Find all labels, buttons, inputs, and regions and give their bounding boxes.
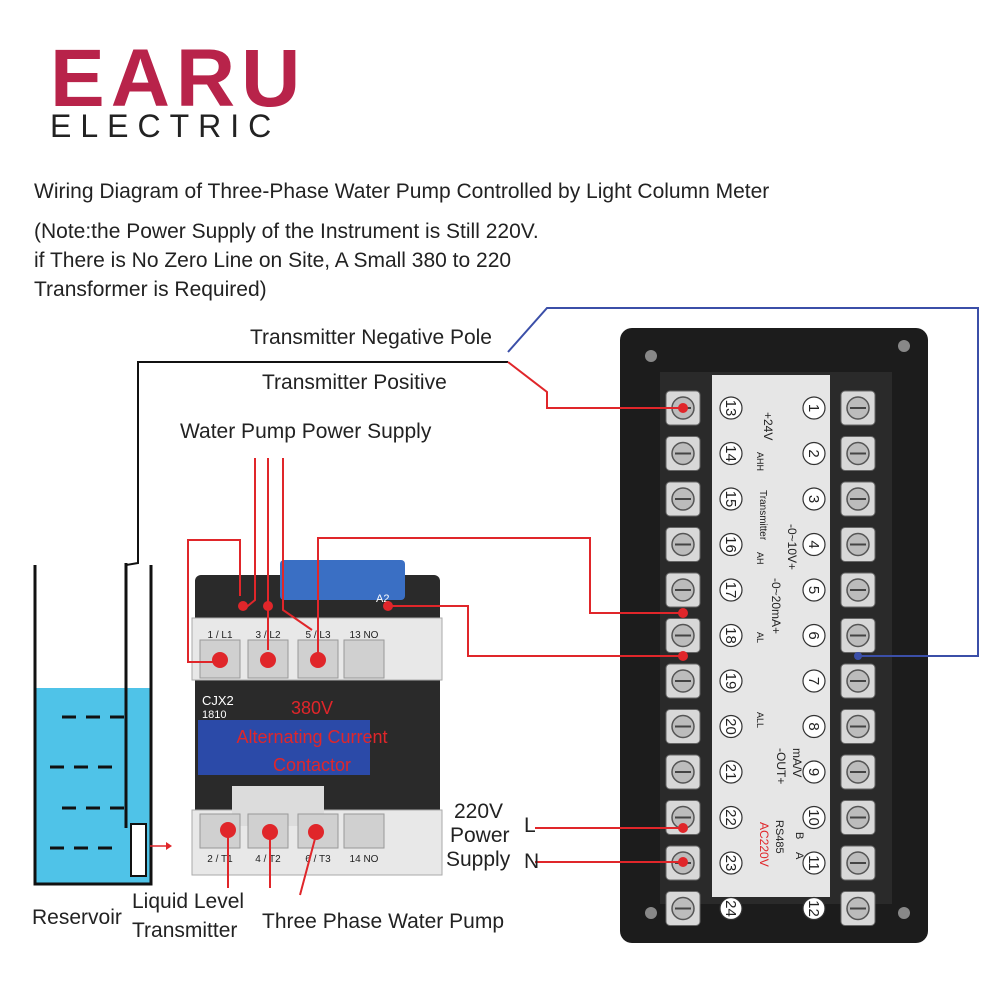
meter-left-term-circle — [719, 441, 743, 466]
meter-right-term-label: 12 — [805, 900, 822, 917]
label-liquid-level-2: Transmitter — [132, 919, 238, 942]
label-power: Power — [450, 824, 510, 847]
label-pump-power: Water Pump Power Supply — [180, 420, 432, 443]
meter-v-range: -0~10V+ — [785, 524, 799, 570]
meter-a: A — [793, 852, 805, 860]
contactor-top-term-label: 13 NO — [350, 630, 379, 641]
meter-right-term-label: 11 — [805, 855, 822, 871]
meter-right-term-label: 6 — [805, 631, 822, 639]
contactor-desc-1: Alternating Current — [236, 727, 387, 747]
meter-left-term-circle — [719, 578, 743, 602]
label-transmitter-negative: Transmitter Negative Pole — [250, 326, 492, 349]
label-reservoir: Reservoir — [32, 906, 122, 929]
meter-left-term-label: 22 — [722, 809, 739, 826]
meter-right-term-circle — [802, 441, 826, 466]
meter-left-term-circle — [719, 532, 743, 557]
meter-left-term-label: 15 — [722, 491, 739, 508]
meter-left-term-label: 19 — [722, 673, 739, 690]
label-three-phase-pump: Three Phase Water Pump — [262, 910, 504, 933]
meter-out-1: mA/V — [790, 748, 804, 777]
meter-left-term-label: 14 — [722, 445, 739, 462]
meter-ah: AH — [755, 552, 765, 565]
contactor-bottom-term-label: 14 NO — [350, 854, 379, 865]
meter-right-term-label: 5 — [805, 586, 822, 594]
contactor-voltage: 380V — [291, 698, 333, 718]
label-line-l: L — [524, 814, 536, 837]
meter-right-term-circle — [802, 805, 826, 830]
meter-left-term-circle — [719, 896, 743, 921]
meter-right-term-circle — [802, 578, 826, 602]
label-220v: 220V — [454, 800, 504, 823]
label-liquid-level-1: Liquid Level — [132, 890, 245, 913]
meter-right-term-circle — [802, 623, 826, 648]
contactor-bottom-term-label: 4 / T2 — [255, 854, 281, 865]
meter-right-term-circle — [802, 487, 826, 511]
meter-left-term-circle — [719, 669, 743, 693]
meter-right-term-circle — [802, 714, 826, 739]
contactor-top-terminal — [343, 639, 385, 679]
note-line-1: (Note:the Power Supply of the Instrument… — [34, 220, 539, 243]
meter-right-term-label: 9 — [805, 768, 822, 776]
brand-logo-sub: ELECTRIC — [50, 108, 281, 144]
meter-right-term-label: 7 — [805, 677, 822, 685]
meter-left-term-label: 16 — [722, 536, 739, 553]
contactor-model-2: 1810 — [202, 709, 226, 721]
meter-right-term-label: 10 — [805, 809, 822, 826]
meter-ac220v: AC220V — [757, 822, 771, 867]
meter-plus24v: +24V — [761, 412, 775, 440]
meter-left-term-circle — [719, 487, 743, 511]
meter-right-term-label: 3 — [805, 495, 822, 503]
meter-b: B — [793, 832, 805, 839]
contactor-top-term-label: 1 / L1 — [207, 630, 232, 641]
meter-right-term-circle — [802, 896, 826, 921]
contactor-desc-2: Contactor — [273, 755, 351, 775]
meter-right-term-label: 4 — [805, 540, 822, 548]
note-line-2: if There is No Zero Line on Site, A Smal… — [34, 249, 512, 272]
meter-left-term-label: 21 — [722, 764, 739, 781]
brand-logo: EARU — [50, 33, 307, 124]
meter-left-term-circle — [719, 396, 743, 420]
label-transmitter-positive: Transmitter Positive — [262, 371, 447, 394]
meter-left-term-label: 17 — [722, 582, 739, 599]
meter-left-term-circle — [719, 760, 743, 784]
meter-rs485: RS485 — [773, 820, 785, 854]
meter-right-term-circle — [802, 669, 826, 693]
meter-left-term-circle — [719, 851, 743, 875]
meter-ahh: AHH — [755, 452, 765, 471]
meter-right-term-label: 2 — [805, 449, 822, 457]
meter-right-term-circle — [802, 760, 826, 784]
reservoir — [33, 563, 172, 886]
meter-right-term-label: 8 — [805, 722, 822, 730]
contactor-bottom-term-label: 6 / T3 — [305, 854, 331, 865]
meter-left-term-circle — [719, 623, 743, 648]
meter-right-term-circle — [802, 851, 826, 875]
meter-all: ALL — [755, 712, 765, 728]
note-line-3: Transformer is Required) — [34, 278, 267, 301]
wires — [125, 307, 979, 896]
meter-transmitter: Transmitter — [757, 490, 768, 541]
label-line-n: N — [524, 850, 540, 873]
meter-left-term-label: 24 — [722, 900, 739, 917]
contactor-bottom-terminal — [343, 813, 385, 849]
meter-right-term-circle — [802, 532, 826, 557]
label-supply: Supply — [446, 848, 511, 871]
meter-left-term-label: 20 — [722, 718, 739, 735]
meter-left-term-circle — [719, 714, 743, 739]
meter-right-term-circle — [802, 396, 826, 420]
meter-al: AL — [755, 632, 765, 643]
meter-left-term-label: 13 — [722, 400, 739, 417]
meter-left-term-label: 23 — [722, 855, 739, 872]
meter-left-term-circle — [719, 805, 743, 830]
meter-left-term-label: 18 — [722, 627, 739, 644]
meter-out-2: -OUT+ — [774, 748, 788, 784]
contactor-bottom-term-label: 2 / T1 — [207, 854, 233, 865]
meter-ma-range: -0~20mA+ — [769, 578, 783, 634]
diagram-heading: Wiring Diagram of Three-Phase Water Pump… — [34, 180, 770, 203]
contactor-model-1: CJX2 — [202, 693, 234, 708]
meter-right-term-label: 1 — [805, 404, 822, 412]
